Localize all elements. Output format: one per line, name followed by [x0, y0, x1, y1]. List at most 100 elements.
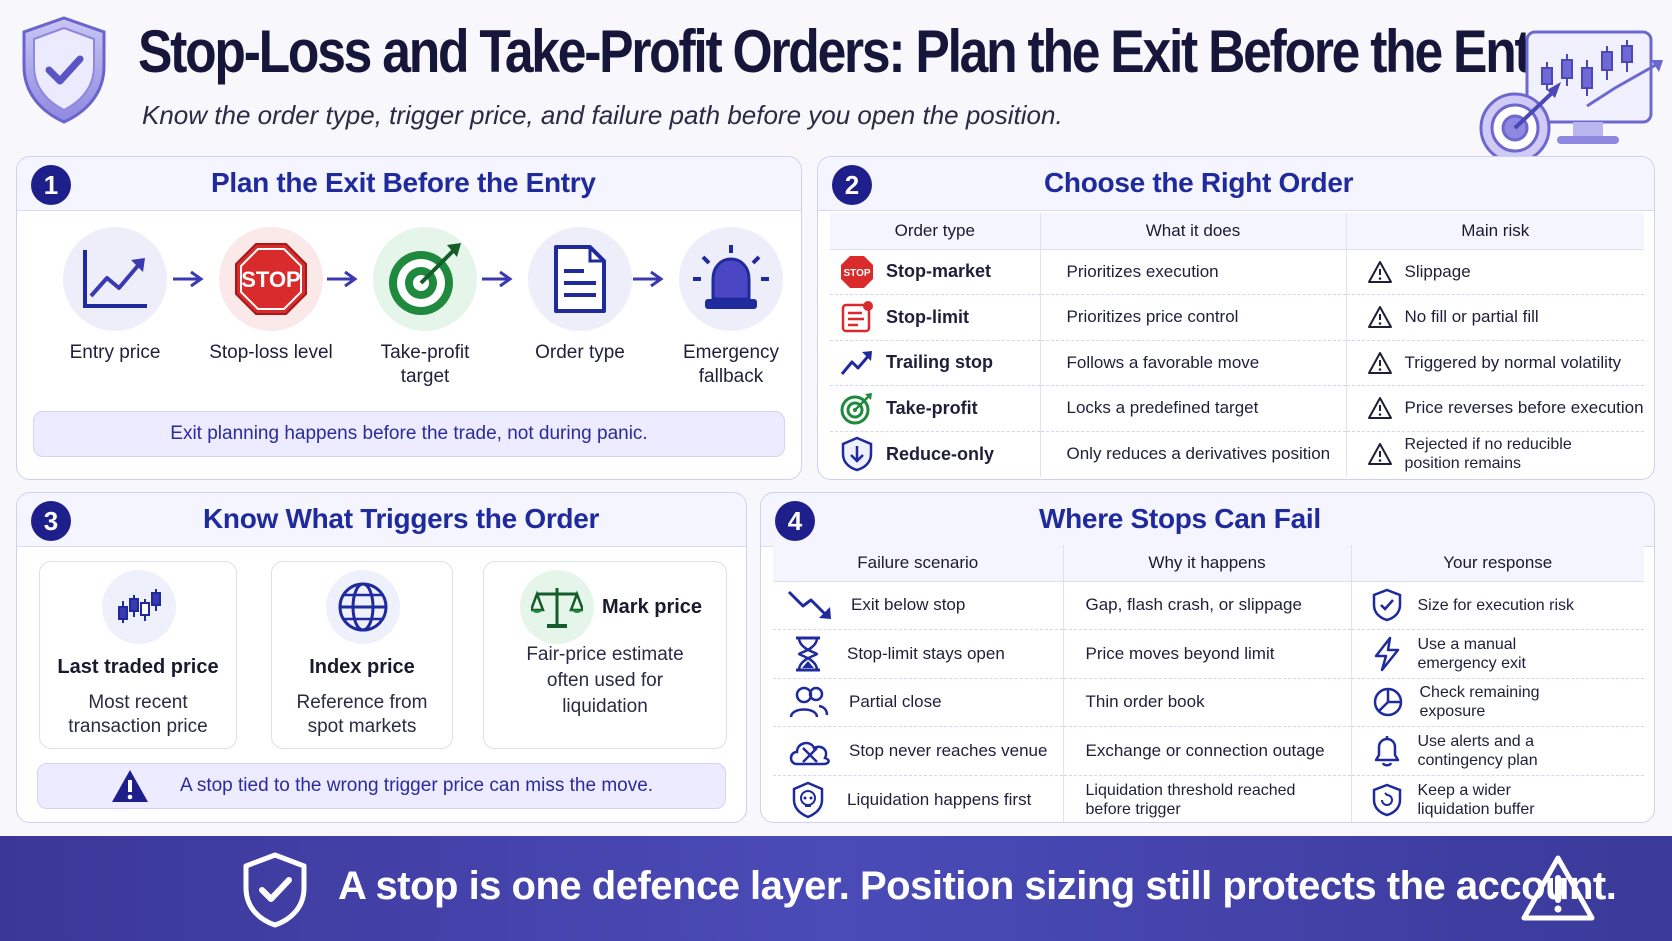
trend-arrow-icon: [840, 348, 874, 378]
target-icon: [373, 227, 477, 331]
section-choose-order: 2 Choose the Right Order Order type What…: [817, 156, 1655, 480]
arrow-right-icon: [633, 270, 664, 288]
warning-icon: [1367, 396, 1393, 420]
failure-table: Failure scenario Why it happens Your res…: [773, 545, 1644, 822]
section-title: Choose the Right Order: [1044, 167, 1354, 198]
order-does: Prioritizes price control: [1040, 294, 1347, 341]
section-header: 3 Know What Triggers the Order: [17, 493, 746, 547]
warning-icon: [1367, 260, 1393, 284]
siren-icon: [679, 227, 783, 331]
table-row: Liquidation happens first Liquidation th…: [773, 775, 1644, 822]
failure-why: Exchange or connection outage: [1063, 726, 1352, 776]
bell-icon: [1372, 734, 1402, 768]
section-number: 4: [775, 501, 815, 541]
trigger-desc-line: Fair-price estimate: [526, 644, 684, 665]
section-number: 1: [31, 165, 71, 205]
warning-icon: [1367, 442, 1393, 466]
failure-response: Check remaining exposure: [1419, 684, 1540, 721]
footer-banner: A stop is one defence layer. Position si…: [0, 836, 1672, 941]
table-row: Partial close Thin order book Check rema…: [773, 678, 1644, 727]
order-risk: Price reverses before execution: [1404, 398, 1644, 418]
table-row: Take-profit Locks a predefined target Pr…: [830, 385, 1644, 432]
flow-step-entry-price: Entry price: [45, 227, 185, 365]
trigger-title: Index price: [309, 656, 415, 678]
failure-scenario: Partial close: [849, 692, 942, 712]
globe-icon: [326, 570, 400, 644]
order-risk: Slippage: [1404, 261, 1471, 281]
column-header: Main risk: [1346, 213, 1644, 250]
failure-why: Liquidation threshold reached before tri…: [1085, 781, 1296, 818]
trigger-desc-line: liquidation: [562, 696, 648, 717]
failure-why: Thin order book: [1063, 678, 1352, 727]
warning-icon: [1367, 351, 1393, 375]
target-icon: [840, 391, 874, 425]
svg-text:STOP: STOP: [843, 268, 870, 279]
rising-chart-icon: [63, 227, 167, 331]
trigger-desc-line: transaction price: [68, 716, 208, 737]
scales-icon: [520, 570, 594, 644]
order-type-name: Reduce-only: [886, 443, 995, 464]
flow-step-label: Take-profit target: [380, 342, 470, 387]
section-header: 4 Where Stops Can Fail: [761, 493, 1654, 547]
table-row: Trailing stop Follows a favorable move T…: [830, 340, 1644, 386]
stop-sign-icon: STOP: [840, 255, 874, 289]
table-row: Stop never reaches venue Exchange or con…: [773, 726, 1644, 776]
stop-sign-icon: STOP: [219, 227, 323, 331]
page-title: Stop-Loss and Take-Profit Orders: Plan t…: [138, 18, 1576, 85]
warning-icon: [1367, 305, 1393, 329]
table-row: STOP Stop-market Prioritizes execution S…: [830, 249, 1644, 295]
cloud-off-icon: [787, 734, 833, 768]
flow-step-emergency-fallback: Emergency fallback: [661, 227, 801, 389]
svg-text:STOP: STOP: [241, 267, 301, 292]
flow-step-take-profit: Take-profit target: [355, 227, 495, 389]
users-icon: [789, 685, 829, 719]
failure-scenario: Liquidation happens first: [847, 789, 1032, 809]
trigger-desc-line: often used for: [546, 670, 664, 691]
failure-response: Size for execution risk: [1417, 596, 1575, 614]
target-monitor-chart-icon: [1479, 30, 1663, 164]
failure-response: Use alerts and a contingency plan: [1417, 732, 1538, 769]
trigger-desc-line: Reference from: [296, 692, 428, 713]
failure-response: Use a manual emergency exit: [1417, 635, 1527, 672]
section-header: 1 Plan the Exit Before the Entry: [17, 157, 801, 211]
trigger-desc-line: spot markets: [307, 716, 417, 737]
flow-step-stop-loss: STOP Stop-loss level: [201, 227, 341, 365]
arrow-right-icon: [482, 270, 513, 288]
limit-order-icon: [840, 300, 874, 334]
failure-scenario: Exit below stop: [851, 595, 966, 615]
trigger-title: Last traded price: [57, 656, 219, 678]
failure-why: Gap, flash crash, or slippage: [1063, 581, 1352, 630]
order-risk: No fill or partial fill: [1404, 307, 1539, 327]
column-header: Failure scenario: [773, 545, 1064, 582]
flow-step-label: Emergency fallback: [682, 342, 780, 387]
failure-why: Price moves beyond limit: [1063, 629, 1352, 679]
table-header-row: Order type What it does Main risk: [830, 213, 1644, 250]
section-title: Know What Triggers the Order: [203, 503, 600, 534]
table-header-row: Failure scenario Why it happens Your res…: [773, 545, 1644, 582]
flow-step-label: Order type: [535, 342, 625, 363]
flow-step-order-type: Order type: [510, 227, 650, 365]
footer-text: A stop is one defence layer. Position si…: [338, 864, 1617, 908]
order-does: Locks a predefined target: [1040, 385, 1347, 432]
hourglass-icon: [793, 635, 823, 673]
page-subtitle: Know the order type, trigger price, and …: [142, 100, 1063, 130]
candlestick-icon: [102, 570, 176, 644]
trigger-desc-line: Most recent: [88, 692, 188, 713]
order-risk: Triggered by normal volatility: [1404, 352, 1622, 372]
section-number: 3: [31, 501, 71, 541]
flow-step-label: Entry price: [69, 342, 161, 363]
plan-note: Exit planning happens before the trade, …: [33, 411, 785, 457]
table-row: Stop-limit Prioritizes price control No …: [830, 294, 1644, 341]
lightning-icon: [1372, 636, 1402, 672]
trigger-note: A stop tied to the wrong trigger price c…: [37, 763, 726, 809]
failure-response: Keep a wider liquidation buffer: [1417, 781, 1535, 818]
trigger-title: Mark price: [602, 596, 703, 618]
order-type-name: Stop-market: [886, 261, 992, 282]
arrow-right-icon: [327, 270, 358, 288]
shield-check-icon: [22, 16, 106, 124]
trigger-card-index-price: Index price Reference from spot markets: [271, 561, 453, 749]
skull-shield-icon: [791, 781, 825, 819]
section-stops-fail: 4 Where Stops Can Fail Failure scenario …: [760, 492, 1655, 823]
shield-refresh-icon: [1372, 783, 1402, 817]
flow-step-label: Stop-loss level: [209, 342, 333, 363]
